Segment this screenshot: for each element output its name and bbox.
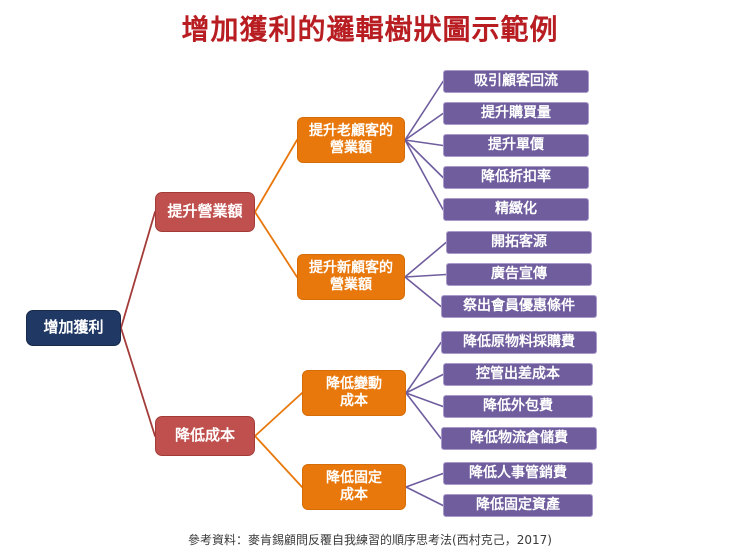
tree-node-leaf-9[interactable]: 控管出差成本 <box>443 363 593 386</box>
connector-level3-to-leaf-12 <box>405 472 444 488</box>
tree-node-root[interactable]: 增加獲利 <box>26 310 121 346</box>
connector-level2-to-level3-3 <box>254 435 303 488</box>
connector-level3-to-leaf-11 <box>405 392 442 440</box>
connector-level3-to-leaf-3 <box>404 139 444 179</box>
tree-node-leaf-4[interactable]: 精緻化 <box>443 198 589 221</box>
tree-node-leaf-0[interactable]: 吸引顧客回流 <box>443 70 589 93</box>
connector-level2-to-level3-2 <box>254 392 303 437</box>
connector-level3-to-leaf-2 <box>404 139 444 147</box>
tree-node-level2-0[interactable]: 提升營業額 <box>155 192 255 232</box>
tree-node-leaf-5[interactable]: 開拓客源 <box>446 231 592 254</box>
connector-level3-to-leaf-4 <box>404 139 444 211</box>
connector-level3-to-leaf-5 <box>404 241 447 278</box>
connector-level3-to-leaf-10 <box>405 392 444 408</box>
connector-root-to-level2-0 <box>120 211 156 329</box>
tree-node-level3-2[interactable]: 降低變動 成本 <box>302 370 406 416</box>
tree-node-leaf-13[interactable]: 降低固定資產 <box>443 494 593 517</box>
tree-node-leaf-12[interactable]: 降低人事管銷費 <box>443 462 593 485</box>
page-title: 增加獲利的邏輯樹狀圖示範例 <box>181 13 559 46</box>
tree-node-leaf-8[interactable]: 降低原物料採購費 <box>441 331 597 354</box>
connector-level3-to-leaf-6 <box>404 273 447 278</box>
tree-node-leaf-1[interactable]: 提升購買量 <box>443 102 589 125</box>
tree-node-leaf-11[interactable]: 降低物流倉儲費 <box>441 427 597 450</box>
tree-node-leaf-2[interactable]: 提升單價 <box>443 134 589 157</box>
tree-node-level3-0[interactable]: 提升老顧客的 營業額 <box>297 117 405 163</box>
tree-node-level3-3[interactable]: 降低固定 成本 <box>302 464 406 510</box>
tree-node-leaf-10[interactable]: 降低外包費 <box>443 395 593 418</box>
source-citation: 參考資料：麥肯錫顧問反覆自我練習的順序思考法(西村克己，2017) <box>188 533 552 547</box>
tree-node-leaf-7[interactable]: 祭出會員優惠條件 <box>441 295 597 318</box>
connector-root-to-level2-1 <box>120 327 156 437</box>
connector-level3-to-leaf-7 <box>404 276 442 308</box>
tree-node-level2-1[interactable]: 降低成本 <box>155 416 255 456</box>
connector-level3-to-leaf-8 <box>405 341 442 394</box>
tree-node-leaf-3[interactable]: 降低折扣率 <box>443 166 589 189</box>
connector-level3-to-leaf-0 <box>404 80 444 141</box>
connector-level3-to-leaf-13 <box>405 486 444 507</box>
tree-node-leaf-6[interactable]: 廣告宣傳 <box>446 263 592 286</box>
connector-level3-to-leaf-1 <box>404 112 444 141</box>
connector-level3-to-leaf-9 <box>405 373 444 394</box>
connector-level2-to-level3-1 <box>254 211 298 278</box>
connector-level2-to-level3-0 <box>254 139 298 213</box>
tree-node-level3-1[interactable]: 提升新顧客的 營業額 <box>297 254 405 300</box>
